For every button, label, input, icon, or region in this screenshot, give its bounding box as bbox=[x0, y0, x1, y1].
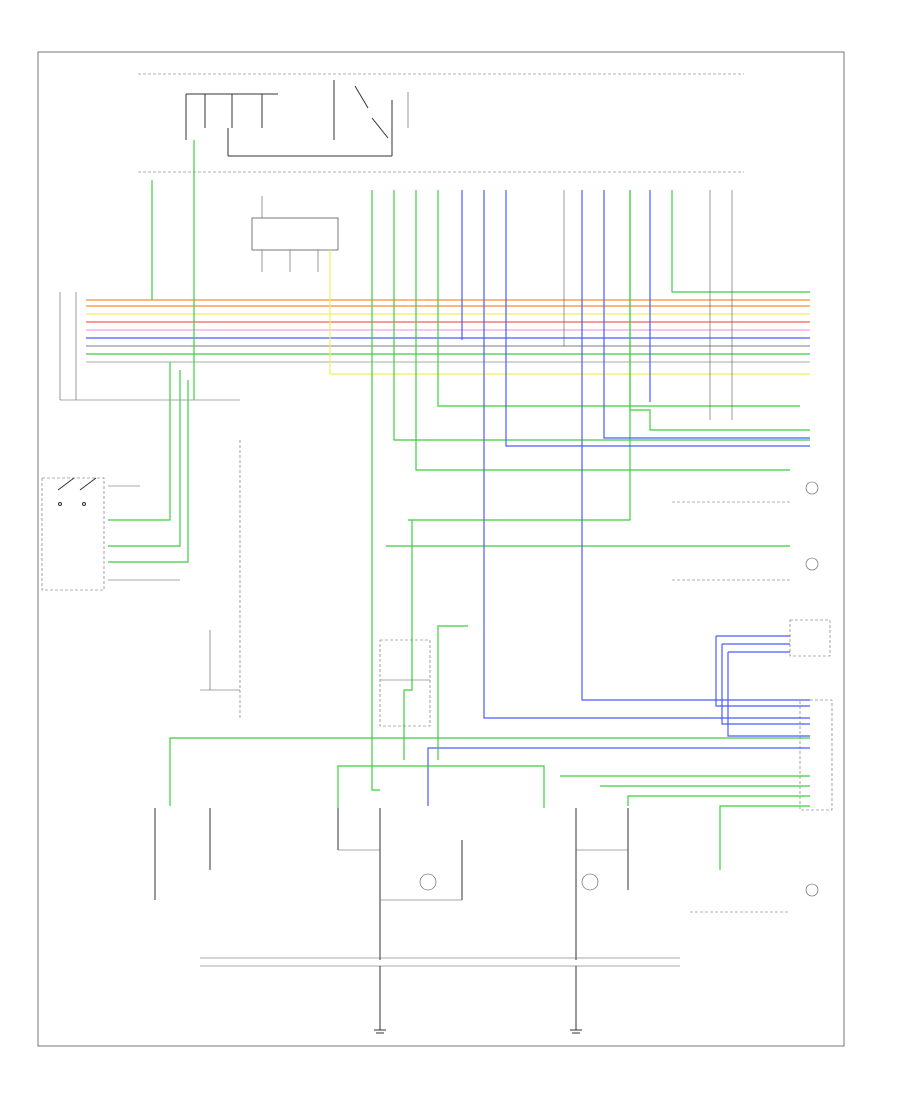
relay-box bbox=[251, 217, 339, 251]
lower-assembly bbox=[154, 625, 810, 1030]
ground-icon bbox=[374, 1029, 582, 1034]
top-fuse-block bbox=[138, 73, 744, 173]
wire-bus bbox=[86, 299, 810, 375]
lamp-icon bbox=[805, 481, 819, 495]
lamp-icon bbox=[419, 873, 437, 891]
right-connector-lower bbox=[560, 635, 833, 870]
diagram-frame bbox=[37, 51, 845, 1047]
vertical-wires bbox=[151, 140, 810, 806]
lamp-icon bbox=[805, 557, 819, 571]
left-connector bbox=[59, 292, 240, 401]
lamp-icon bbox=[805, 883, 819, 897]
combination-switch-box bbox=[41, 477, 105, 591]
left-green-wires bbox=[108, 196, 195, 581]
lamp-icon bbox=[581, 873, 599, 891]
left-lower-ground bbox=[200, 440, 431, 727]
